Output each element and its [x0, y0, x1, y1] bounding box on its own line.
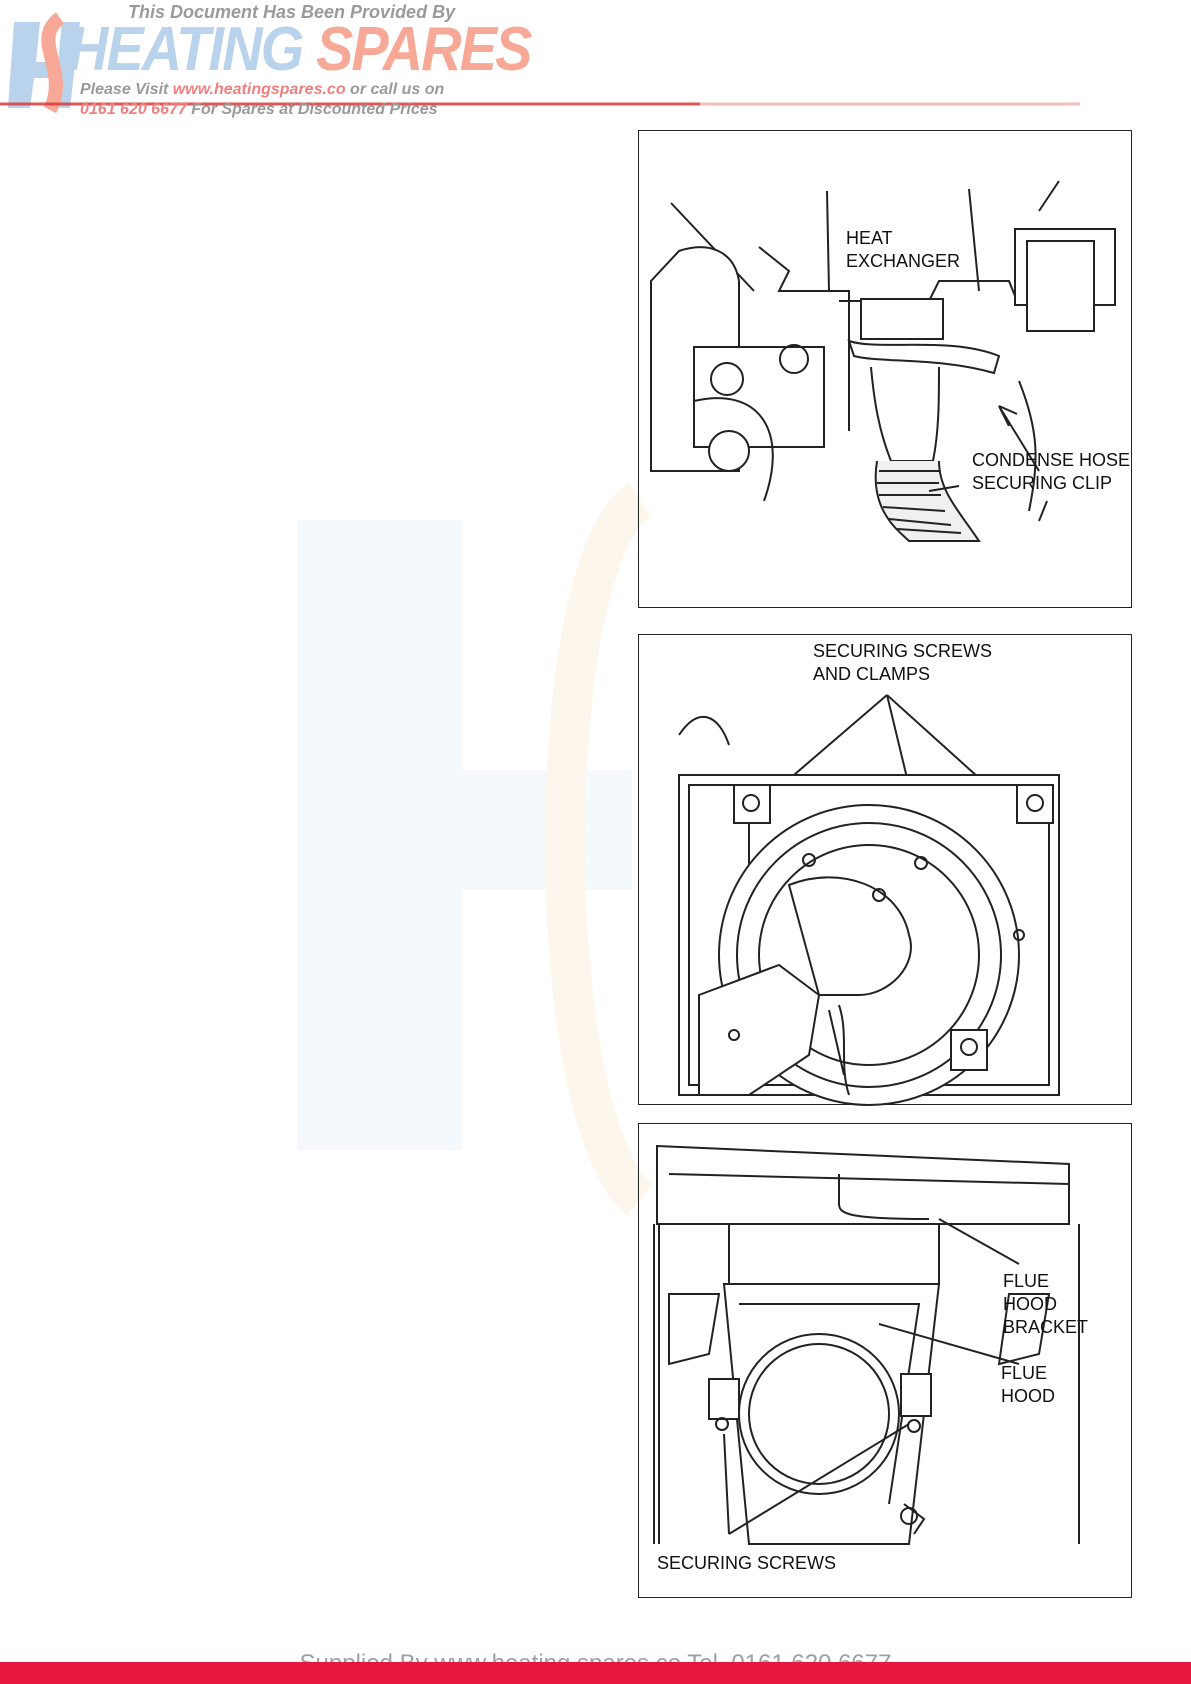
flue-hood-drawing: [653, 1144, 1080, 1545]
figure-heat-exchanger: HEAT EXCHANGER CONDENSE HOSE SECURING CL…: [638, 130, 1132, 608]
label-flue-hood-bracket: FLUE HOOD BRACKET: [1003, 1271, 1089, 1337]
footer-bar: [0, 1662, 1191, 1684]
header-logo: This Document Has Been Provided By HEATI…: [0, 0, 1100, 125]
label-heat-exchanger: HEAT EXCHANGER: [846, 228, 961, 271]
visit-line: Please Visit www.heatingspares.co or cal…: [80, 81, 444, 99]
call-line: 0161 620 6677 For Spares at Discounted P…: [80, 101, 438, 119]
brand-wordmark: HEATING SPARES: [68, 14, 532, 85]
provided-by-text: This Document Has Been Provided By: [128, 2, 456, 22]
brand-word-2: SPARES: [316, 15, 532, 84]
figure-securing-screws-clamps: SECURING SCREWS AND CLAMPS: [638, 634, 1132, 1106]
phone-number: 0161 620 6677: [80, 101, 187, 118]
label-securing-screws: SECURING SCREWS: [657, 1553, 837, 1573]
figure-flue-hood: FLUE HOOD BRACKET FLUE HOOD SECURING SCR…: [638, 1123, 1132, 1598]
brand-word-1: HEATING: [68, 15, 304, 84]
visit-suffix: or call us on: [345, 81, 445, 98]
label-securing-screws-clamps: SECURING SCREWS AND CLAMPS: [813, 641, 993, 684]
label-flue-hood: FLUE HOOD: [1001, 1363, 1055, 1406]
label-condense-hose-clip: CONDENSE HOSE SECURING CLIP: [972, 450, 1131, 493]
heat-exchanger-drawing: [650, 180, 1116, 542]
visit-prefix: Please Visit: [80, 81, 173, 98]
footer-supplied-by: Supplied By www.heating spares.co Tel. 0…: [0, 1652, 1191, 1664]
visit-url-link[interactable]: www.heatingspares.co: [172, 81, 346, 98]
logo-graphic: [0, 12, 1080, 114]
fan-assembly-drawing: [678, 694, 1060, 1106]
phone-suffix: For Spares at Discounted Prices: [186, 101, 438, 118]
